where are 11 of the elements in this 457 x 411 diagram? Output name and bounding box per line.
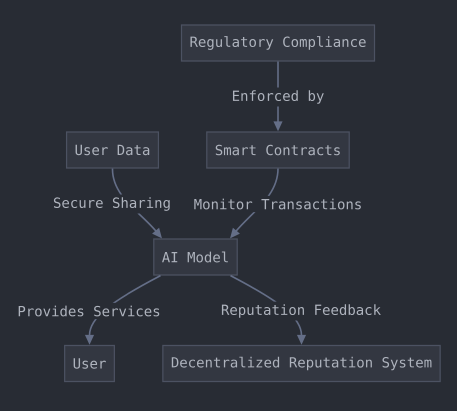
process-box: Regulatory Compliance (180, 24, 376, 62)
edge-label: Reputation Feedback (220, 302, 382, 320)
process-box: User (64, 344, 115, 382)
edge-label: Secure Sharing (52, 194, 172, 214)
process-box: Decentralized Reputation System (162, 344, 441, 382)
process-box: AI Model (153, 238, 238, 276)
edge-label: Provides Services (16, 302, 162, 320)
process-box: Smart Contracts (206, 131, 350, 169)
edge-label: Enforced by (230, 88, 326, 106)
edge-label: Monitor Transactions (192, 196, 364, 212)
process-box: User Data (66, 131, 160, 169)
